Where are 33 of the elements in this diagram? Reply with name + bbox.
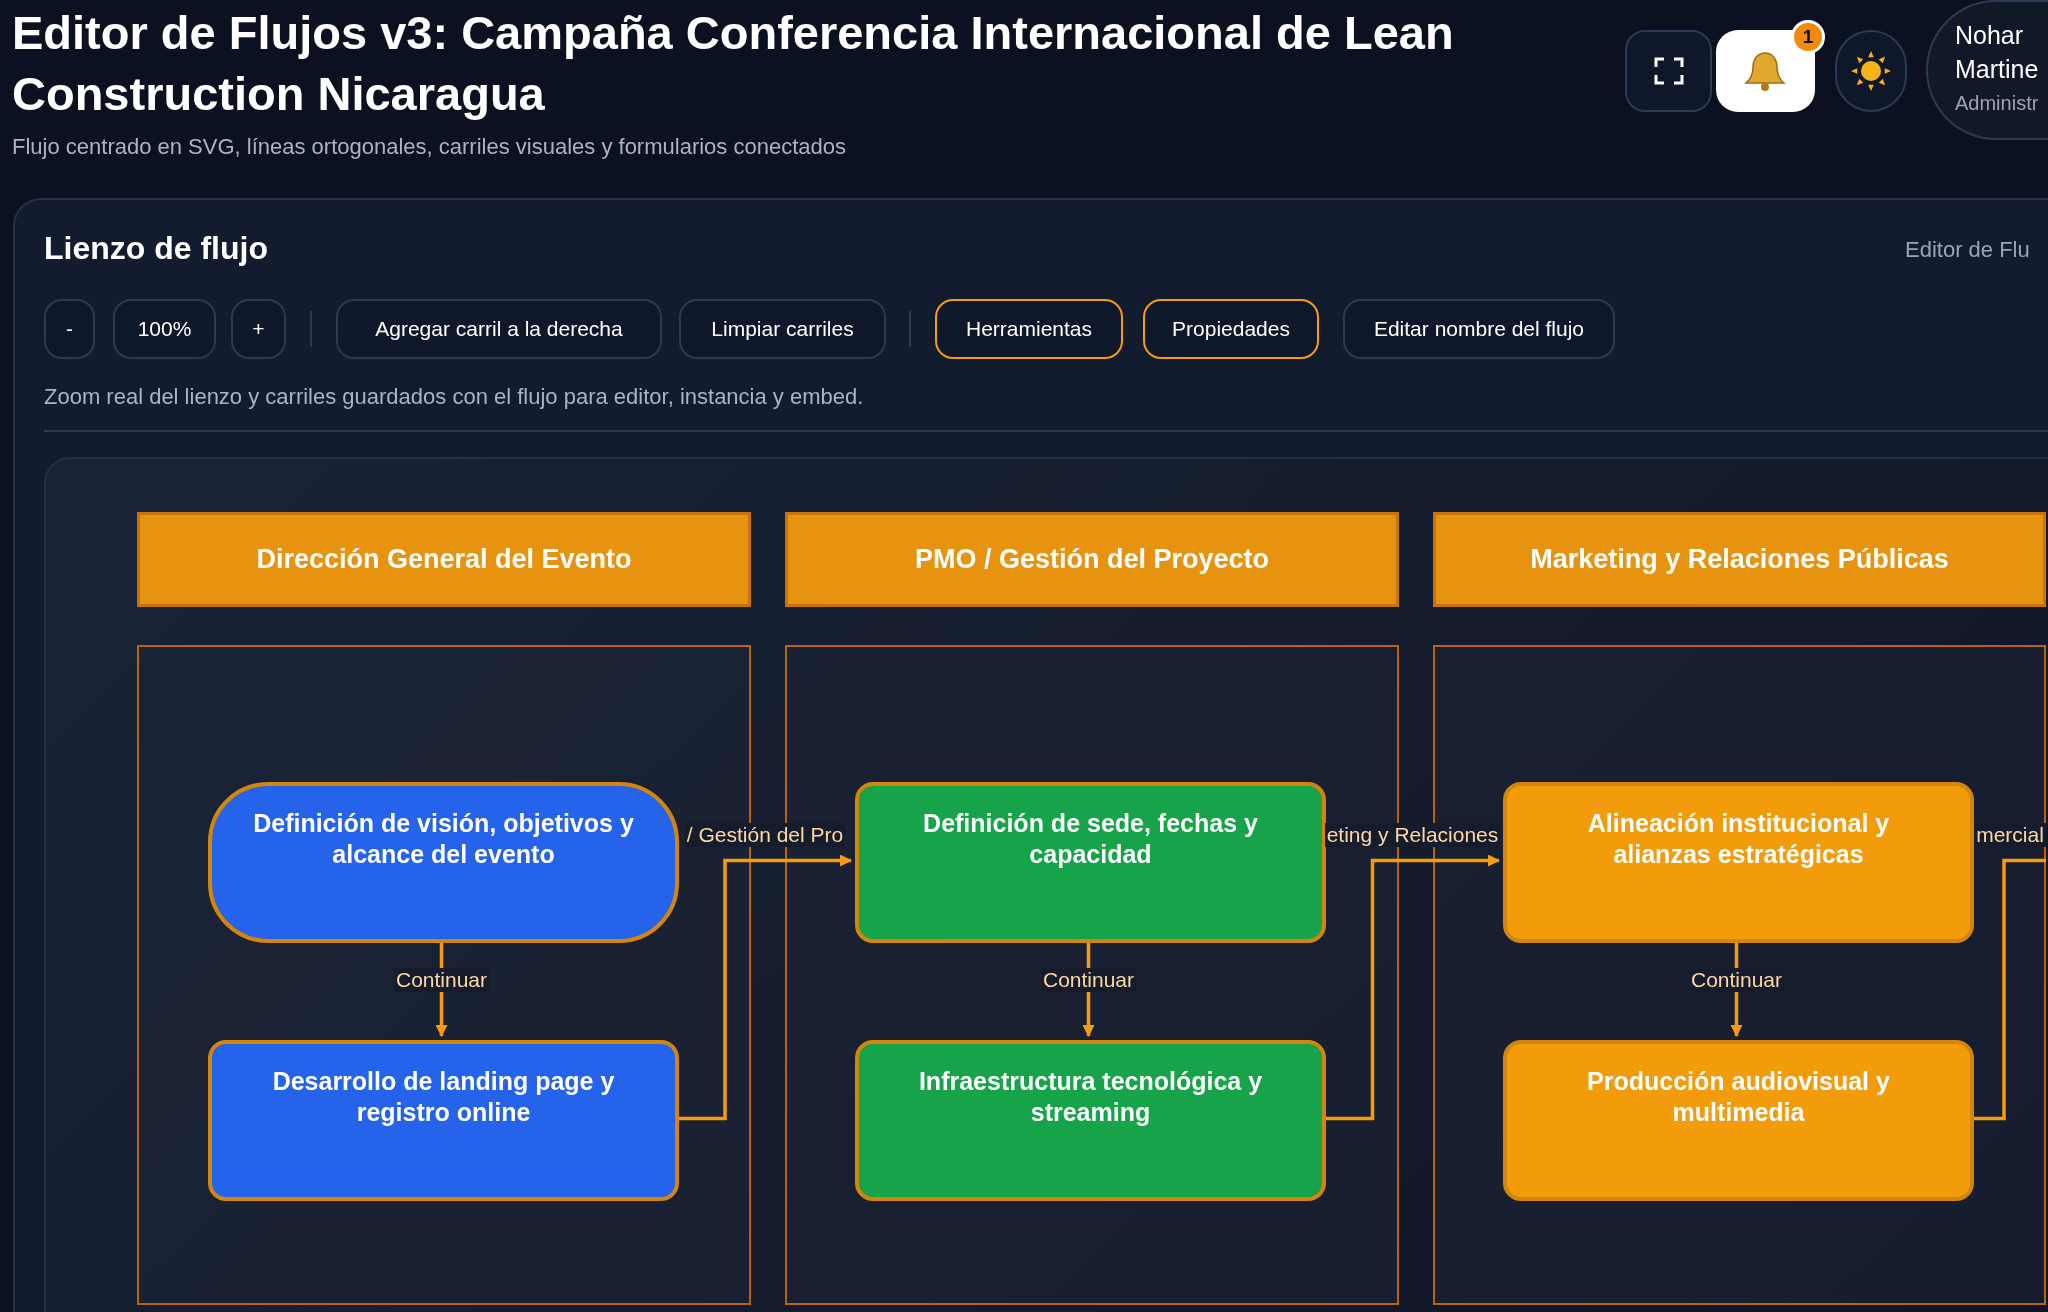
- edge-label: Continuar: [393, 967, 490, 992]
- arrow: [1326, 854, 1500, 1121]
- zoom-in-button: +: [231, 299, 286, 359]
- properties-button: Propiedades: [1143, 299, 1319, 359]
- edge-label: mercial: [1974, 822, 2046, 847]
- process-box: Producción audiovisual y multimedia: [1503, 1040, 1974, 1201]
- edge-label: Continuar: [1688, 967, 1785, 992]
- subtitle: Flujo centrado en SVG, líneas ortogonales, carriles visuales y formularios conectados: [12, 134, 846, 160]
- user-name: Nohar Martine: [1955, 20, 2040, 85]
- help-text: Zoom real del lienzo y carriles guardados con el flujo para editor, instancia y embed.: [44, 384, 864, 410]
- user-role: Administr: [1955, 92, 2039, 115]
- panel-title: Lienzo de flujo: [44, 230, 268, 267]
- process-box: Definición de visión, objetivos y alcance del evento: [208, 782, 679, 943]
- edge-label: / Gestión del Pro: [684, 822, 846, 847]
- page-title: Editor de Flujos v3: Campaña Conferencia Internacional de Lean Construction Nicaragua: [12, 5, 1455, 122]
- lane-header: Dirección General del Evento: [137, 512, 751, 607]
- process-box: Alineación institucional y alianzas estratégicas: [1503, 782, 1974, 943]
- breadcrumb-text: Editor de Flu: [1905, 237, 2030, 263]
- arrow: [679, 854, 852, 1121]
- edge-label: Continuar: [1040, 967, 1137, 992]
- process-box: Definición de sede, fechas y capacidad: [855, 782, 1326, 943]
- tools-button: Herramientas: [935, 299, 1123, 359]
- notification-badge: 1: [1791, 20, 1825, 54]
- process-box: Desarrollo de landing page y registro online: [208, 1040, 679, 1201]
- add-lane-button: Agregar carril a la derecha: [336, 299, 662, 359]
- zoom-level-button: 100%: [113, 299, 216, 359]
- zoom-out-button: -: [44, 299, 95, 359]
- process-box: Infraestructura tecnológica y streaming: [855, 1040, 1326, 1201]
- edge-label: eting y Relaciones: [1324, 822, 1501, 847]
- lane-header: PMO / Gestión del Proyecto: [785, 512, 1399, 607]
- clear-lanes-button: Limpiar carriles: [679, 299, 886, 359]
- lane-header: Marketing y Relaciones Públicas: [1433, 512, 2046, 607]
- rename-flow-button: Editar nombre del flujo: [1343, 299, 1615, 359]
